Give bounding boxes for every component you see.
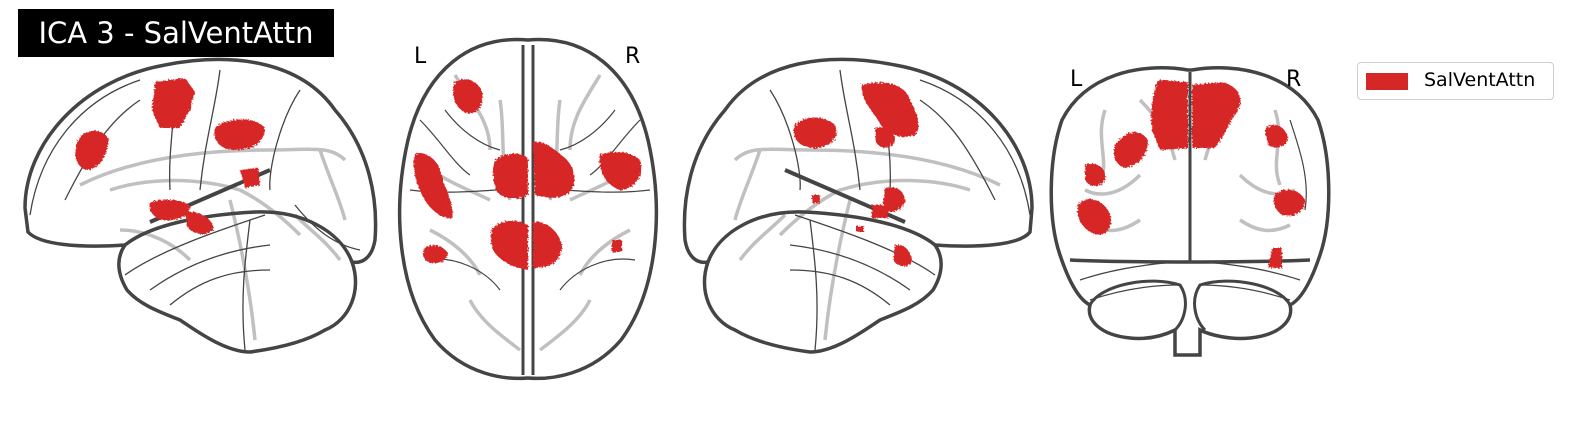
gyri-lines [769,69,1031,351]
sagittal-right-view [682,57,1034,354]
axial-view [397,37,659,381]
brain-outline [1049,66,1331,357]
activation-blobs [1077,80,1305,268]
brain-outline [23,57,378,354]
cerebellum-lobes [1088,279,1292,332]
activation-blobs [413,79,642,270]
figure-title: ICA 3 - SalVentAttn [18,9,334,57]
brain-outline [397,37,659,381]
axial-right-label: R [625,44,641,69]
legend-label: SalVentAttn [1424,69,1536,91]
coronal-view [1049,66,1331,357]
temporal-lobe-outline [706,210,937,263]
coronal-left-label: L [1070,67,1083,92]
legend: SalVentAttn [1357,62,1554,100]
activation-blobs [75,78,265,234]
midline-fissure [521,45,535,375]
coronal-right-label: R [1286,67,1302,92]
axial-left-label: L [414,44,427,69]
activation-blobs [793,82,919,267]
gyri-lines [29,69,361,351]
sagittal-left-view [23,57,378,354]
brain-outline [682,57,1034,354]
legend-swatch [1366,73,1408,90]
sulci-lines [733,147,1001,341]
temporal-lobe-outline [123,210,354,263]
sulci-lines [418,74,642,352]
